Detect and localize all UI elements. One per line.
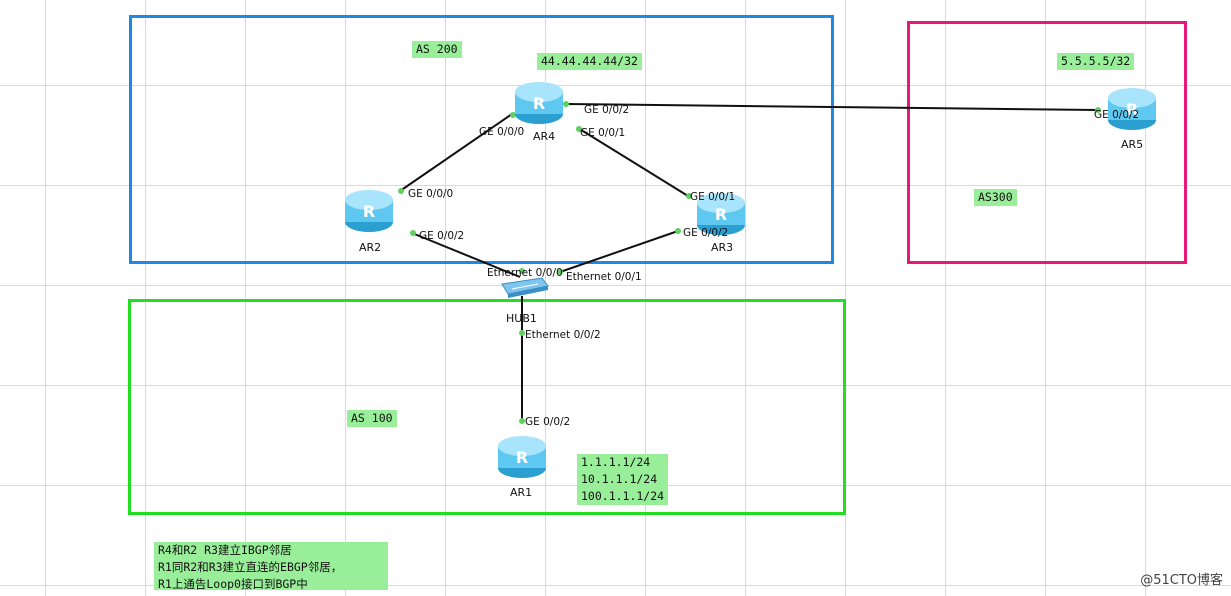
hub-icon[interactable]: [498, 274, 550, 298]
watermark: @51CTO博客: [1140, 573, 1223, 588]
router-icon-ar3[interactable]: R: [695, 191, 747, 237]
as200-region: [129, 15, 834, 264]
as100-region: [128, 299, 846, 515]
port-dot: [519, 268, 525, 274]
interface-label: GE 0/0/1: [690, 191, 736, 203]
interface-label: GE 0/0/2: [683, 227, 729, 239]
interface-label: Ethernet 0/0/2: [525, 329, 601, 341]
interface-label: GE 0/0/2: [584, 104, 630, 116]
router-icon-ar2[interactable]: R: [343, 188, 395, 234]
as300-label: AS300: [974, 189, 1017, 206]
interface-label: GE 0/0/0: [479, 126, 525, 138]
interface-label: Ethernet 0/0/0: [487, 267, 563, 279]
svg-text:R: R: [363, 202, 375, 221]
port-dot: [398, 188, 404, 194]
interface-label: GE 0/0/1: [580, 127, 626, 139]
as300-region: [907, 21, 1187, 264]
ar1-networks-label: 1.1.1.1/24 10.1.1.1/24 100.1.1.1/24: [577, 454, 669, 505]
router-icon-ar1[interactable]: R: [496, 434, 548, 480]
interface-label: GE 0/0/2: [525, 416, 571, 428]
port-dot: [563, 101, 569, 107]
as200-label: AS 200: [412, 41, 462, 58]
svg-text:R: R: [516, 448, 528, 467]
ar4-loopback-label: 44.44.44.44/32: [537, 53, 642, 70]
link-ar3-hub[interactable]: [559, 230, 679, 273]
interface-label: GE 0/0/2: [419, 230, 465, 242]
link-ar4-ar5[interactable]: [565, 103, 1099, 111]
router-icon-ar5[interactable]: R: [1106, 86, 1158, 132]
router-icon-ar4[interactable]: R: [513, 80, 565, 126]
interface-label: GE 0/0/2: [1094, 109, 1140, 121]
device-label-ar3: AR3: [711, 241, 734, 254]
svg-text:R: R: [715, 205, 727, 224]
port-dot: [519, 418, 525, 424]
device-label-ar4: AR4: [533, 130, 556, 143]
link-ar4-ar3[interactable]: [577, 127, 689, 197]
port-dot: [686, 193, 692, 199]
ar5-loopback-label: 5.5.5.5/32: [1057, 53, 1135, 70]
port-dot: [1095, 107, 1101, 113]
svg-text:R: R: [533, 94, 545, 113]
device-label-ar2: AR2: [359, 241, 382, 254]
interface-label: GE 0/0/0: [408, 188, 454, 200]
link-ar2-hub[interactable]: [411, 232, 521, 278]
port-dot: [510, 112, 516, 118]
as100-label: AS 100: [347, 410, 397, 427]
port-dot: [519, 330, 525, 336]
device-label-ar5: AR5: [1121, 138, 1144, 151]
port-dot: [557, 269, 563, 275]
interface-label: Ethernet 0/0/1: [566, 271, 642, 283]
device-label-hub1: HUB1: [506, 312, 537, 325]
config-summary-note: R4和R2 R3建立IBGP邻居 R1同R2和R3建立直连的EBGP邻居， R1…: [154, 542, 388, 590]
port-dot: [675, 228, 681, 234]
port-dot: [410, 230, 416, 236]
link-ar4-ar2[interactable]: [399, 113, 513, 192]
device-label-ar1: AR1: [510, 486, 533, 499]
port-dot: [576, 126, 582, 132]
svg-text:R: R: [1126, 100, 1138, 119]
